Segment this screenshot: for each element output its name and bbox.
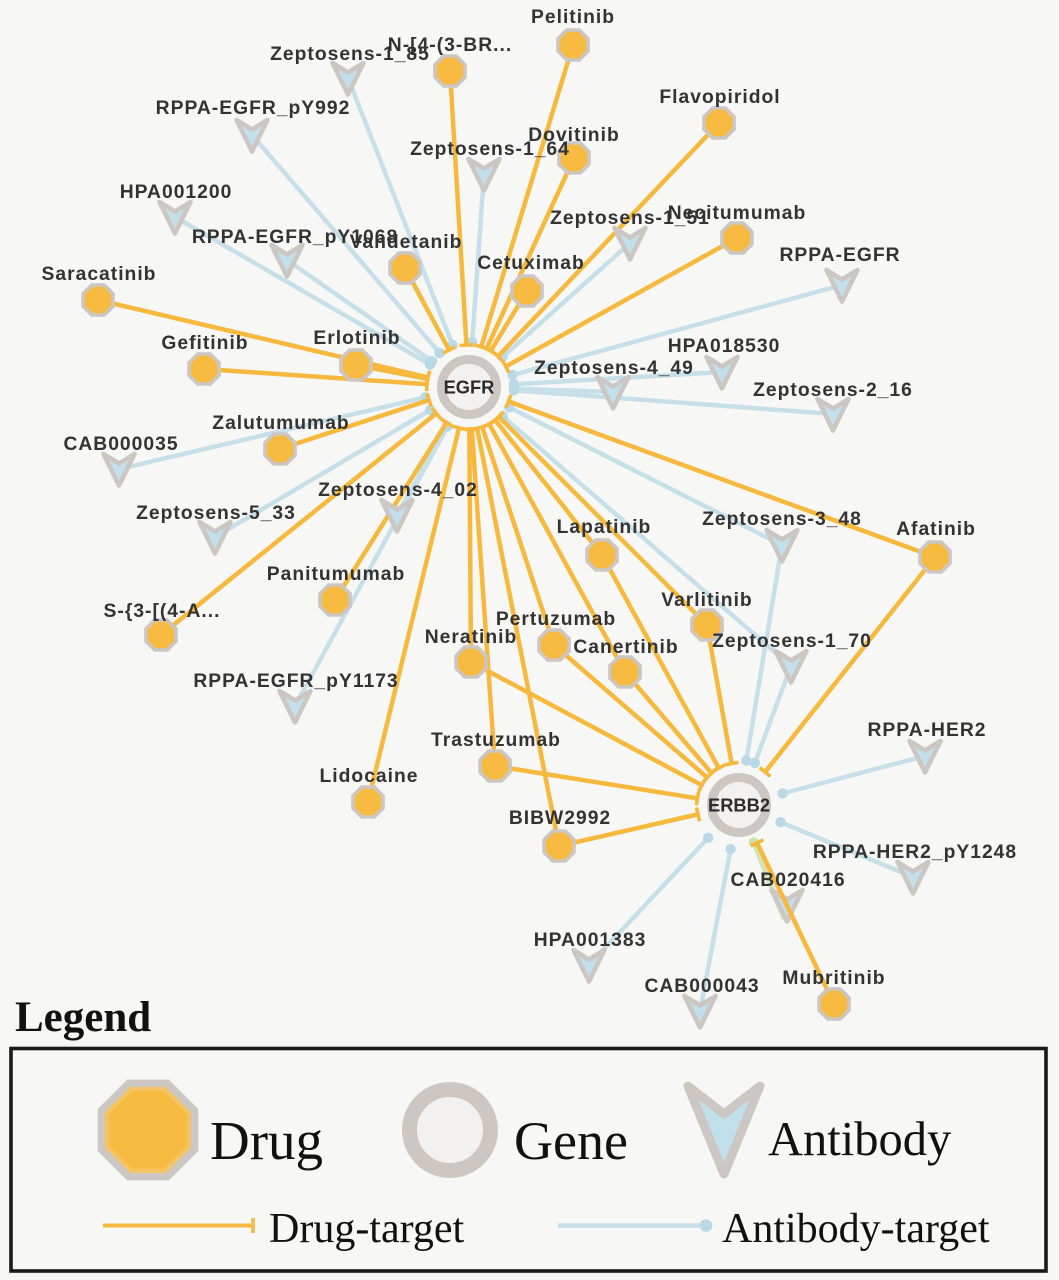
svg-text:Canertinib: Canertinib [573,637,678,658]
svg-text:CAB000043: CAB000043 [644,976,759,997]
svg-text:Lapatinib: Lapatinib [557,517,652,538]
svg-text:HPA018530: HPA018530 [668,336,781,357]
svg-text:RPPA-EGFR: RPPA-EGFR [779,245,900,266]
svg-text:Flavopiridol: Flavopiridol [659,87,780,108]
svg-text:Zeptosens-1_64: Zeptosens-1_64 [410,139,570,160]
svg-text:Zalutumumab: Zalutumumab [212,413,349,434]
svg-text:HPA001200: HPA001200 [120,182,233,203]
svg-text:Zeptosens-3_48: Zeptosens-3_48 [702,509,862,530]
svg-text:S-{3-[(4-A...: S-{3-[(4-A... [104,601,221,622]
svg-text:Varlitinib: Varlitinib [661,590,752,611]
svg-text:N-[4-(3-BR...: N-[4-(3-BR... [388,35,512,56]
svg-text:Dovitinib: Dovitinib [528,125,619,146]
svg-text:BIBW2992: BIBW2992 [509,808,611,829]
svg-text:Saracatinib: Saracatinib [42,264,157,285]
svg-text:EGFR: EGFR [444,377,495,398]
svg-text:Panitumumab: Panitumumab [267,564,405,585]
svg-text:Cetuximab: Cetuximab [477,253,585,274]
svg-text:RPPA-HER2: RPPA-HER2 [868,720,987,741]
svg-text:Gefitinib: Gefitinib [161,333,248,354]
svg-text:Lidocaine: Lidocaine [320,766,419,787]
svg-text:Zeptosens-5_33: Zeptosens-5_33 [136,503,296,524]
svg-text:RPPA-EGFR_pY992: RPPA-EGFR_pY992 [156,98,351,119]
svg-text:Pertuzumab: Pertuzumab [496,609,616,630]
svg-text:Afatinib: Afatinib [896,519,976,540]
svg-text:Drug: Drug [210,1110,323,1171]
svg-text:RPPA-EGFR_pY1173: RPPA-EGFR_pY1173 [193,671,398,692]
svg-text:CAB000035: CAB000035 [63,434,178,455]
svg-text:Neratinib: Neratinib [425,627,518,648]
svg-text:Legend: Legend [15,994,151,1041]
svg-text:Pelitinib: Pelitinib [531,7,615,28]
svg-text:Necitumumab: Necitumumab [668,203,807,224]
svg-text:Vandetanib: Vandetanib [350,232,463,253]
svg-text:RPPA-HER2_pY1248: RPPA-HER2_pY1248 [813,842,1017,863]
svg-text:Zeptosens-4_49: Zeptosens-4_49 [534,358,694,379]
svg-text:Zeptosens-4_02: Zeptosens-4_02 [318,480,478,501]
svg-text:Drug-target: Drug-target [269,1206,464,1252]
svg-text:Antibody: Antibody [768,1113,952,1166]
svg-text:Mubritinib: Mubritinib [782,968,885,989]
svg-text:Erlotinib: Erlotinib [313,328,400,349]
svg-text:Trastuzumab: Trastuzumab [431,730,561,751]
svg-text:CAB020416: CAB020416 [730,870,845,891]
svg-text:Zeptosens-1_51: Zeptosens-1_51 [550,208,710,229]
svg-text:Zeptosens-2_16: Zeptosens-2_16 [753,380,913,401]
svg-text:HPA001383: HPA001383 [534,930,647,951]
svg-text:ERBB2: ERBB2 [708,795,770,816]
svg-text:Zeptosens-1_70: Zeptosens-1_70 [712,631,872,652]
svg-text:Gene: Gene [514,1111,628,1171]
svg-text:RPPA-EGFR_pY1068: RPPA-EGFR_pY1068 [192,227,398,248]
svg-text:Zeptosens-1_85: Zeptosens-1_85 [270,44,430,65]
svg-text:Antibody-target: Antibody-target [722,1206,990,1252]
